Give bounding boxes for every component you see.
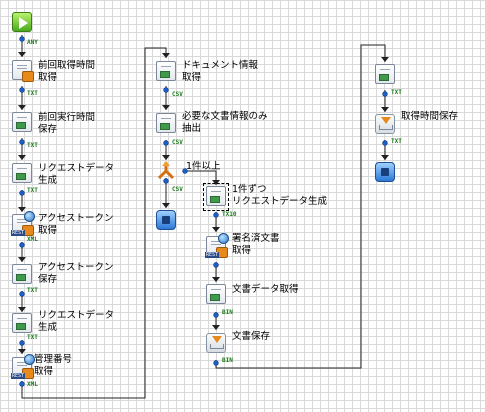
node-label: 取得時間保存 xyxy=(401,111,459,122)
node-label: 前回実行時間保存 xyxy=(38,112,96,135)
spreadsheet-icon xyxy=(16,274,26,281)
port-label-txt: TXT xyxy=(27,287,38,294)
node-label: リクエストデータ生成 xyxy=(38,310,115,333)
node-merge[interactable] xyxy=(375,64,395,84)
port-label-any: ANY xyxy=(27,39,38,46)
globe-icon xyxy=(24,211,35,222)
download-arrow-icon xyxy=(212,336,222,343)
node-label: アクセストークン保存 xyxy=(38,262,114,285)
port-label-bin: BIN xyxy=(222,357,233,364)
spreadsheet-icon xyxy=(160,123,170,130)
port-label-txt: TXT xyxy=(27,142,38,149)
globe-icon xyxy=(24,354,35,365)
node-save-exec-time[interactable] xyxy=(12,112,32,132)
port-label-xml: XML xyxy=(27,381,38,388)
spreadsheet-icon xyxy=(16,323,26,330)
node-gen-request-1[interactable] xyxy=(12,163,32,183)
upload-icon xyxy=(22,71,34,82)
download-arrow-icon xyxy=(381,117,391,124)
node-gen-request-2[interactable] xyxy=(12,313,32,333)
node-save-token[interactable] xyxy=(12,264,32,284)
node-label: 文書データ取得 xyxy=(232,284,299,295)
globe-icon xyxy=(218,233,229,244)
port-label-csv: CSV xyxy=(172,139,183,146)
node-label: 前回取得時間取得 xyxy=(38,60,96,83)
port-label-txt: TXT xyxy=(27,90,38,97)
spreadsheet-icon xyxy=(379,74,389,81)
node-label: 署名済文書取得 xyxy=(232,233,280,256)
node-get-signed[interactable]: REST xyxy=(205,233,229,258)
node-save-doc[interactable] xyxy=(206,333,226,353)
node-label: 1件ずつリクエストデータ生成 xyxy=(232,184,328,207)
spreadsheet-icon xyxy=(210,294,220,301)
spreadsheet-icon xyxy=(210,196,220,203)
rest-tag: REST xyxy=(205,252,220,258)
port-label-txt: TXT xyxy=(27,187,38,194)
node-label: 文書保存 xyxy=(232,331,271,342)
port-label-bin: BIN xyxy=(222,309,233,316)
node-label: 管理番号取得 xyxy=(34,354,73,377)
node-doc-info[interactable] xyxy=(156,61,176,81)
node-label: リクエストデータ生成 xyxy=(38,163,115,186)
port-label-txt: TXT xyxy=(391,138,402,145)
branch-icon xyxy=(157,161,175,180)
node-extract-info[interactable] xyxy=(156,113,176,133)
spreadsheet-icon xyxy=(160,71,170,78)
play-icon xyxy=(19,17,28,29)
port-label-txt: TXT xyxy=(391,89,402,96)
node-label: アクセストークン取得 xyxy=(38,213,114,236)
port-label-txt: TXT xyxy=(27,334,38,341)
stop-node-1[interactable] xyxy=(156,210,176,230)
selection-box xyxy=(203,183,229,211)
node-get-mgmt-no[interactable]: REST xyxy=(11,354,35,379)
node-label: 必要な文書情報のみ抽出 xyxy=(182,111,268,134)
spreadsheet-icon xyxy=(16,122,26,129)
port-label-csv: CSV xyxy=(172,91,183,98)
branch-label: 1件以上 xyxy=(186,161,221,172)
start-node[interactable] xyxy=(12,12,32,32)
node-get-doc-data[interactable] xyxy=(206,284,226,304)
rest-tag: REST xyxy=(11,230,26,236)
port-label-xml: XML xyxy=(27,236,38,243)
node-get-token[interactable]: REST xyxy=(11,211,35,236)
spreadsheet-icon xyxy=(16,173,26,180)
node-gen-request-3[interactable] xyxy=(206,186,226,206)
node-label: ドキュメント情報取得 xyxy=(182,60,259,83)
rest-tag: REST xyxy=(11,373,26,379)
node-get-prev-time[interactable] xyxy=(12,60,34,82)
node-save-time[interactable] xyxy=(375,114,395,134)
node-branch[interactable] xyxy=(156,161,176,181)
port-label-tx: TX10 xyxy=(222,211,237,218)
stop-node-2[interactable] xyxy=(375,162,395,182)
stop-icon xyxy=(381,168,389,176)
port-label-csv: CSV xyxy=(172,186,183,193)
stop-icon xyxy=(162,216,170,224)
